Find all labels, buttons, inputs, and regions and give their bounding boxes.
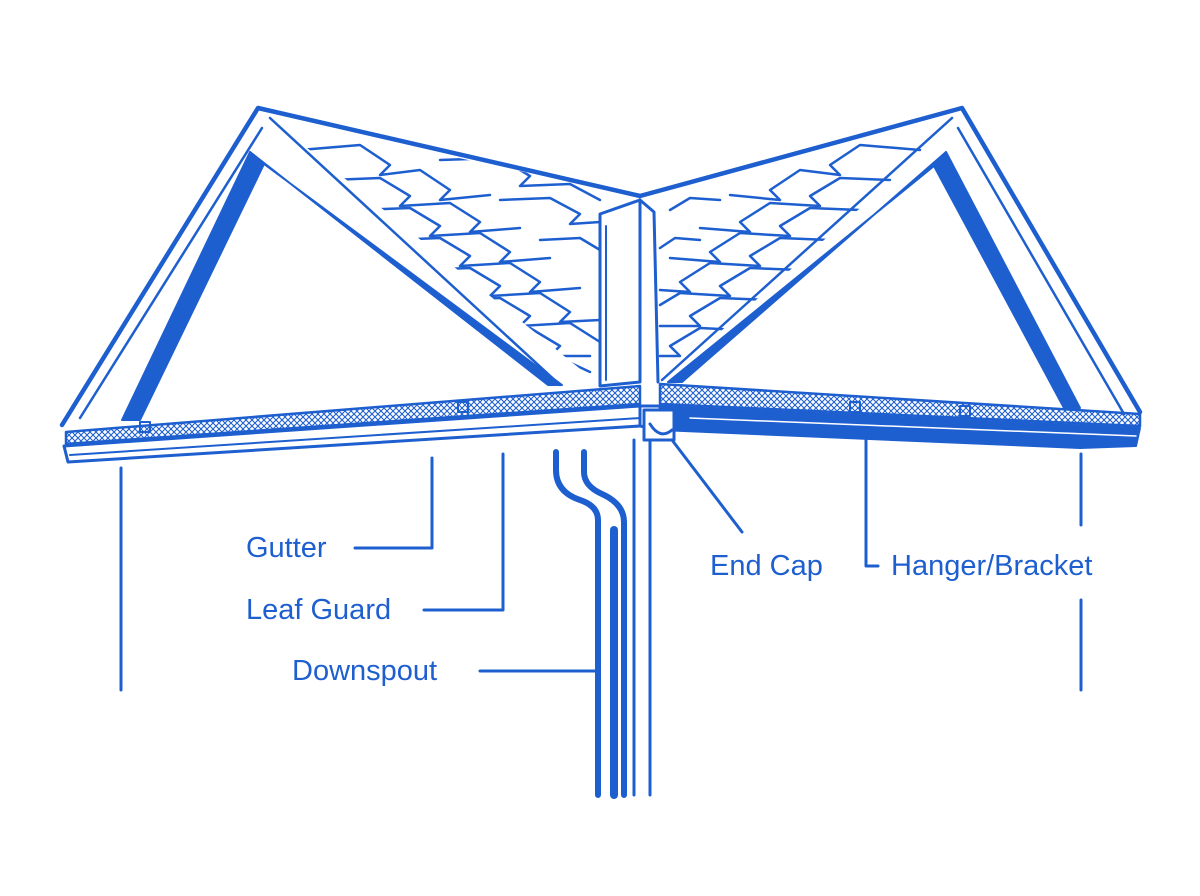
left-roof-shingles bbox=[298, 143, 602, 374]
end-cap-label: End Cap bbox=[710, 550, 823, 582]
end-cap-leader-line bbox=[670, 438, 744, 534]
downspout bbox=[553, 449, 627, 799]
gutter-trough bbox=[62, 404, 1141, 464]
hanger-bracket-label: Hanger/Bracket bbox=[891, 550, 1093, 582]
gutter-leader-line bbox=[353, 456, 434, 550]
hanger-bracket-leader-line bbox=[864, 438, 880, 568]
downspout-label: Downspout bbox=[292, 655, 438, 687]
gutter-label: Gutter bbox=[246, 532, 327, 564]
hanger-brackets bbox=[139, 401, 971, 433]
left-gable bbox=[59, 105, 643, 428]
leaf-guard-leader-line bbox=[422, 452, 505, 612]
end-cap bbox=[642, 408, 676, 442]
house-corner-lines bbox=[119, 438, 1083, 797]
right-roof-shingles bbox=[658, 143, 922, 358]
leaf-guard-label: Leaf Guard bbox=[246, 594, 392, 626]
valley-post bbox=[598, 198, 660, 388]
leaf-guard-mesh bbox=[64, 382, 1142, 446]
right-gable bbox=[637, 105, 1143, 416]
leader-lines bbox=[353, 438, 880, 673]
